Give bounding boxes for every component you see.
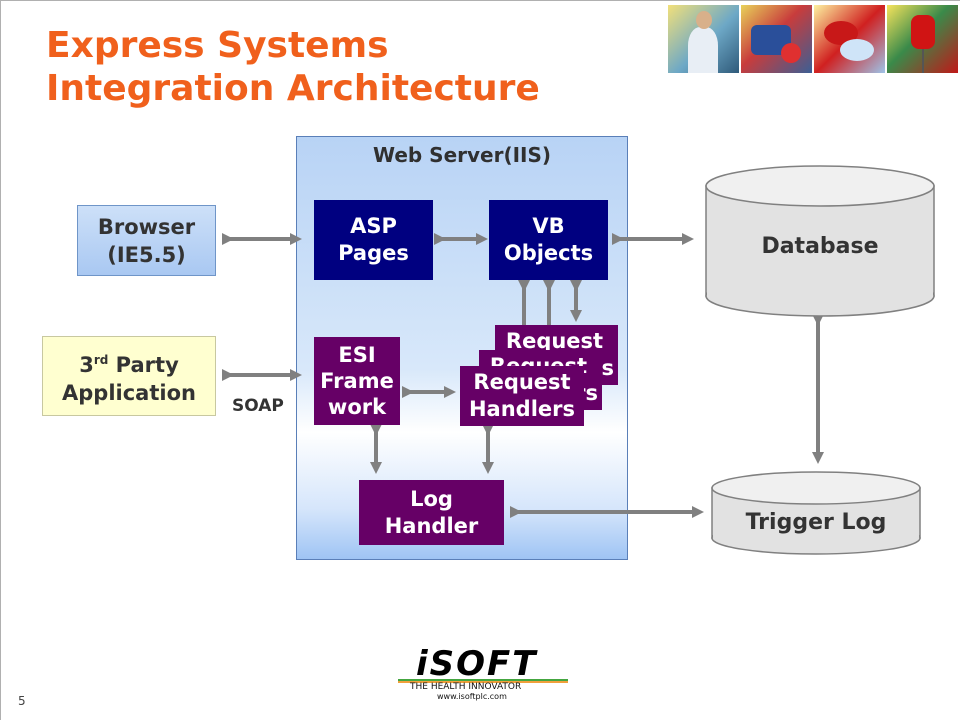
- slide-title: Express Systems Integration Architecture: [46, 24, 540, 110]
- photo-blood-pressure: [741, 5, 812, 73]
- asp-label-line-1: ASP: [350, 214, 397, 238]
- logo-rule-green: [398, 679, 568, 681]
- log-label-line-1: Log: [410, 486, 453, 511]
- photo-pills: [814, 5, 885, 73]
- esi-label-line-1: ESI: [338, 343, 376, 367]
- logo-tagline: THE HEALTH INNOVATOR: [410, 682, 522, 692]
- third-party-label-line-2: Application: [62, 380, 196, 405]
- third-party-label-line-1: 3rd Party: [79, 352, 179, 377]
- database-label: Database: [761, 234, 879, 259]
- log-label-line-2: Handler: [384, 513, 479, 538]
- title-line-2: Integration Architecture: [46, 68, 540, 109]
- isoft-logo: iSOFT: [416, 644, 538, 684]
- request-back-label-line-1: Request: [505, 329, 604, 353]
- browser-label-line-1: Browser: [97, 214, 196, 239]
- logo-url: www.isoftplc.com: [437, 692, 507, 701]
- photo-doctor: [668, 5, 739, 73]
- asp-pages-node: ASP Pages: [314, 200, 433, 280]
- vb-label-line-2: Objects: [503, 241, 594, 265]
- header-photo-strip: [668, 5, 958, 73]
- request-back-label-line-2: s: [601, 356, 615, 380]
- request-handlers-node: Request Handlers: [460, 366, 584, 426]
- esi-label-line-2: Frame: [320, 369, 394, 393]
- third-party-app-node: 3rd Party Application: [42, 336, 216, 416]
- photo-iv-drip: [887, 5, 958, 73]
- esi-label-line-3: work: [327, 395, 387, 419]
- browser-node: Browser (IE5.5): [77, 205, 216, 276]
- left-border: [0, 0, 1, 720]
- request-label-line-1: Request: [473, 370, 571, 394]
- title-line-1: Express Systems: [46, 25, 389, 66]
- asp-label-line-2: Pages: [338, 241, 409, 265]
- vb-objects-node: VB Objects: [489, 200, 608, 280]
- trigger-log-cylinder: [711, 471, 921, 555]
- log-handler-node: Log Handler: [359, 480, 504, 545]
- logo-rule-orange: [398, 681, 568, 683]
- vb-label-line-1: VB: [532, 214, 565, 238]
- request-label-line-2: Handlers: [468, 397, 576, 421]
- page-number: 5: [18, 694, 26, 708]
- database-cylinder: [705, 165, 935, 317]
- esi-framework-node: ESI Frame work: [314, 337, 400, 425]
- trigger-log-label: Trigger Log: [745, 510, 887, 535]
- web-server-label: Web Server(IIS): [372, 143, 552, 167]
- top-border: [0, 0, 960, 1]
- browser-label-line-2: (IE5.5): [107, 242, 186, 267]
- soap-label: SOAP: [232, 396, 284, 416]
